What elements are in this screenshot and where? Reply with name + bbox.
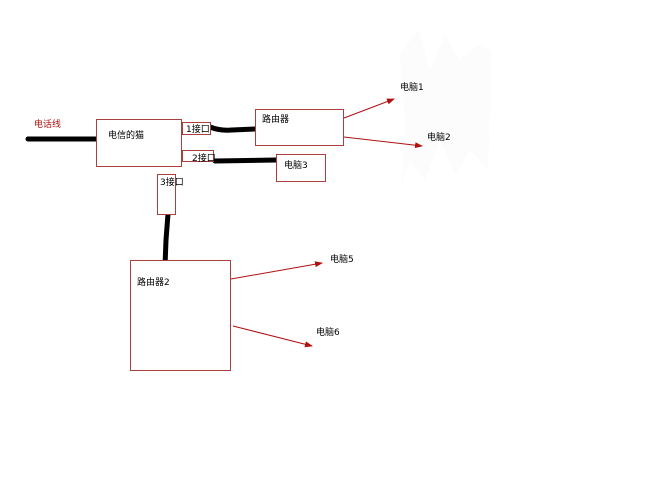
- port2-label: 2接口: [192, 154, 216, 164]
- port3-to-router2-cable: [162, 211, 171, 269]
- port1-box: [182, 122, 211, 135]
- port3-label: 3接口: [160, 178, 184, 188]
- router1-box: [255, 109, 344, 146]
- cables: [25, 124, 279, 269]
- port2-to-pc3-cable: [212, 157, 279, 164]
- modem-label: 电信的猫: [108, 131, 145, 141]
- modem-box: [96, 119, 182, 167]
- port1-label: 1接口: [186, 125, 210, 135]
- port3-box: [157, 174, 176, 215]
- router2-box: [130, 260, 231, 371]
- arrow-router-to-pc1: [343, 98, 395, 119]
- phone-line-label: 电话线: [34, 120, 62, 130]
- pc2-label: 电脑2: [427, 133, 451, 143]
- arrow-router2-to-pc5: [230, 261, 323, 280]
- pc5-label: 电脑5: [330, 255, 354, 265]
- arrows: [230, 98, 423, 348]
- port1-to-router-cable: [207, 124, 258, 133]
- pc6-label: 电脑6: [316, 328, 340, 338]
- arrow-router-to-pc2: [343, 136, 423, 149]
- pc3-label: 电脑3: [284, 161, 308, 171]
- router1-label: 路由器: [262, 115, 290, 125]
- pc1-label: 电脑1: [400, 83, 424, 93]
- router2-label: 路由器2: [137, 278, 170, 288]
- pc3-box: [276, 154, 326, 182]
- arrow-router2-to-pc6: [232, 325, 313, 348]
- port2-box: [182, 150, 214, 162]
- white-smudge: [400, 30, 492, 185]
